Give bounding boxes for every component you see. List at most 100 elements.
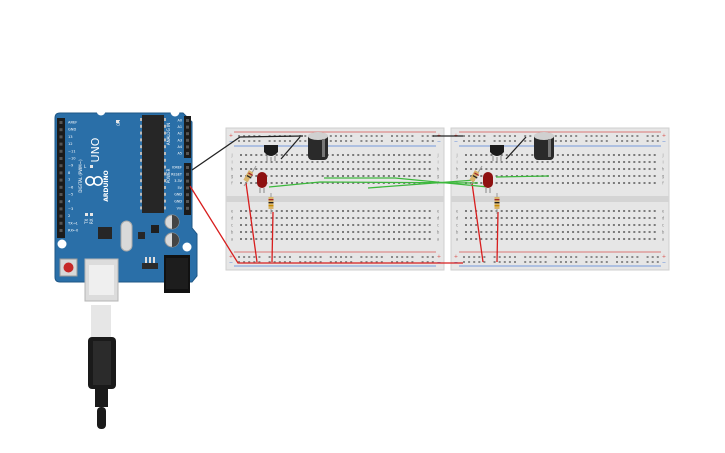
rail-hole[interactable]: [585, 135, 588, 137]
terminal-hole[interactable]: [316, 168, 319, 170]
terminal-hole[interactable]: [423, 154, 426, 156]
terminal-hole[interactable]: [587, 217, 590, 219]
rail-hole[interactable]: [289, 256, 291, 258]
terminal-hole[interactable]: [347, 182, 350, 184]
terminal-hole[interactable]: [567, 217, 569, 219]
terminal-hole[interactable]: [526, 154, 529, 156]
terminal-hole[interactable]: [602, 182, 605, 184]
terminal-hole[interactable]: [260, 238, 263, 240]
terminal-hole[interactable]: [296, 231, 299, 233]
terminal-hole[interactable]: [633, 154, 636, 156]
terminal-hole[interactable]: [423, 168, 426, 170]
rail-hole[interactable]: [631, 256, 634, 258]
terminal-hole[interactable]: [352, 231, 355, 233]
terminal-hole[interactable]: [495, 175, 498, 177]
rail-hole[interactable]: [299, 256, 302, 258]
terminal-hole[interactable]: [301, 168, 304, 170]
terminal-hole[interactable]: [516, 154, 518, 156]
terminal-hole[interactable]: [572, 210, 575, 212]
rail-hole[interactable]: [334, 261, 337, 263]
terminal-hole[interactable]: [572, 154, 575, 156]
terminal-hole[interactable]: [285, 154, 288, 156]
terminal-hole[interactable]: [428, 210, 431, 212]
terminal-hole[interactable]: [628, 175, 631, 177]
terminal-hole[interactable]: [567, 175, 569, 177]
rail-hole[interactable]: [360, 261, 363, 263]
header-hole[interactable]: [59, 200, 63, 204]
terminal-hole[interactable]: [357, 210, 360, 212]
terminal-hole[interactable]: [331, 224, 334, 226]
terminal-hole[interactable]: [470, 238, 473, 240]
rail-hole[interactable]: [248, 261, 251, 263]
terminal-hole[interactable]: [536, 224, 539, 226]
header-hole[interactable]: [59, 121, 63, 124]
terminal-hole[interactable]: [306, 161, 309, 163]
terminal-hole[interactable]: [490, 154, 493, 156]
wire-5v-black[interactable]: [191, 135, 304, 171]
rail-hole[interactable]: [539, 256, 542, 258]
terminal-hole[interactable]: [561, 217, 564, 219]
terminal-hole[interactable]: [470, 154, 473, 156]
terminal-hole[interactable]: [387, 231, 390, 233]
terminal-hole[interactable]: [393, 175, 395, 177]
terminal-hole[interactable]: [408, 175, 411, 177]
terminal-hole[interactable]: [505, 168, 508, 170]
terminal-hole[interactable]: [567, 182, 569, 184]
rail-hole[interactable]: [554, 140, 557, 142]
terminal-hole[interactable]: [418, 210, 421, 212]
terminal-hole[interactable]: [546, 238, 549, 240]
rail-hole[interactable]: [421, 256, 424, 258]
rail-hole[interactable]: [616, 261, 618, 263]
terminal-hole[interactable]: [510, 210, 513, 212]
rail-hole[interactable]: [529, 140, 532, 142]
terminal-hole[interactable]: [306, 238, 309, 240]
rail-hole[interactable]: [431, 256, 434, 258]
rail-hole[interactable]: [605, 256, 608, 258]
terminal-hole[interactable]: [526, 224, 529, 226]
terminal-hole[interactable]: [270, 182, 273, 184]
rail-hole[interactable]: [463, 140, 465, 142]
terminal-hole[interactable]: [587, 182, 590, 184]
terminal-hole[interactable]: [567, 154, 569, 156]
terminal-hole[interactable]: [587, 154, 590, 156]
rail-hole[interactable]: [651, 135, 654, 137]
terminal-hole[interactable]: [516, 217, 518, 219]
terminal-hole[interactable]: [423, 238, 426, 240]
terminal-hole[interactable]: [490, 161, 493, 163]
terminal-hole[interactable]: [531, 217, 534, 219]
rail-hole[interactable]: [478, 135, 481, 137]
terminal-hole[interactable]: [541, 224, 544, 226]
rail-hole[interactable]: [478, 256, 481, 258]
rail-hole[interactable]: [605, 140, 608, 142]
terminal-hole[interactable]: [245, 217, 248, 219]
terminal-hole[interactable]: [643, 210, 646, 212]
led-red[interactable]: [483, 172, 493, 193]
terminal-hole[interactable]: [428, 238, 431, 240]
terminal-hole[interactable]: [280, 154, 283, 156]
terminal-hole[interactable]: [510, 231, 513, 233]
terminal-hole[interactable]: [592, 182, 595, 184]
terminal-hole[interactable]: [367, 224, 370, 226]
terminal-hole[interactable]: [643, 168, 646, 170]
rail-hole[interactable]: [391, 256, 393, 258]
terminal-hole[interactable]: [648, 210, 651, 212]
terminal-hole[interactable]: [342, 238, 344, 240]
header-hole[interactable]: [59, 229, 63, 232]
rail-hole[interactable]: [595, 256, 598, 258]
terminal-hole[interactable]: [275, 161, 278, 163]
rail-hole[interactable]: [334, 135, 337, 137]
rail-hole[interactable]: [483, 135, 486, 137]
terminal-hole[interactable]: [357, 154, 360, 156]
terminal-hole[interactable]: [648, 175, 651, 177]
terminal-hole[interactable]: [382, 161, 385, 163]
terminal-hole[interactable]: [648, 154, 651, 156]
rail-hole[interactable]: [468, 256, 471, 258]
terminal-hole[interactable]: [612, 168, 615, 170]
terminal-hole[interactable]: [516, 182, 518, 184]
terminal-hole[interactable]: [551, 231, 554, 233]
terminal-hole[interactable]: [526, 168, 529, 170]
terminal-hole[interactable]: [347, 217, 350, 219]
terminal-hole[interactable]: [597, 161, 600, 163]
terminal-hole[interactable]: [413, 231, 416, 233]
terminal-hole[interactable]: [326, 217, 329, 219]
